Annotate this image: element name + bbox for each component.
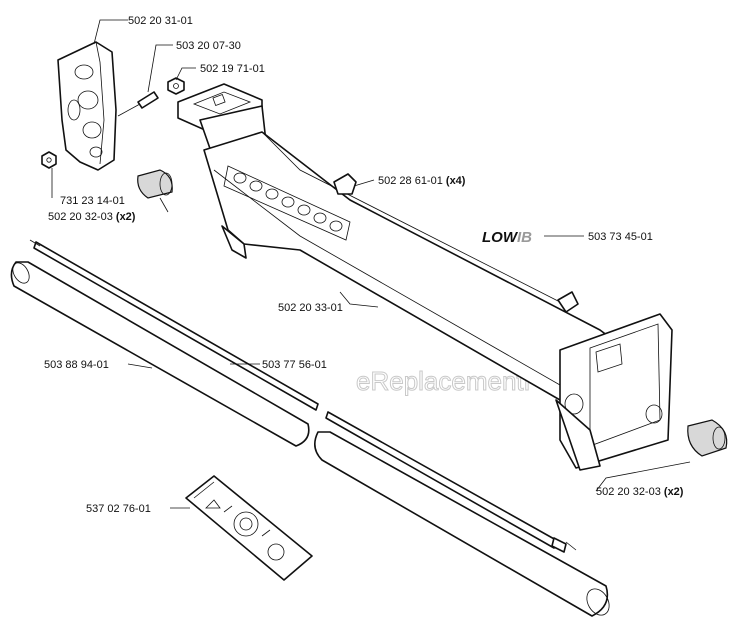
- handle-body: [177, 83, 673, 471]
- logo-text-light: IB: [517, 229, 532, 246]
- part-number: 502 20 32-03: [596, 486, 661, 498]
- callout-502-28-61-01: 502 28 61-01 (x4): [378, 175, 466, 187]
- drive-shaft: [29, 239, 577, 553]
- part-number: 502 20 32-03: [48, 211, 113, 223]
- part-number: 502 28 61-01: [378, 175, 443, 187]
- part-number: 502 20 31-01: [128, 15, 193, 27]
- part-number: 731 23 14-01: [60, 195, 125, 207]
- part-number: 503 77 56-01: [262, 359, 327, 371]
- callout-502-19-71-01: 502 19 71-01: [200, 63, 265, 75]
- callout-503-73-45-01: 503 73 45-01: [588, 231, 653, 243]
- quantity: (x2): [664, 486, 684, 498]
- end-cap-right: [687, 419, 728, 457]
- callout-503-20-07-30: 503 20 07-30: [176, 40, 241, 52]
- bracket-part: [57, 41, 117, 171]
- callout-502-20-32-03-right: 502 20 32-03 (x2): [596, 486, 684, 498]
- part-number: 537 02 76-01: [86, 503, 151, 515]
- clip-part-top: [333, 173, 357, 195]
- part-number: 502 20 33-01: [278, 302, 343, 314]
- shaft-tube: [10, 261, 610, 617]
- part-number: 502 19 71-01: [200, 63, 265, 75]
- quantity: (x2): [116, 211, 136, 223]
- logo-text: LOWIB: [482, 229, 532, 246]
- callout-502-20-32-03-left: 502 20 32-03 (x2): [48, 211, 136, 223]
- callout-502-20-31-01: 502 20 31-01: [128, 15, 193, 27]
- callout-503-88-94-01: 503 88 94-01: [44, 359, 109, 371]
- small-nut-part: [41, 151, 57, 169]
- callout-502-20-33-01: 502 20 33-01: [278, 302, 343, 314]
- callout-labels: 502 20 31-01 503 20 07-30 502 19 71-01 5…: [44, 15, 684, 515]
- nut-part: [167, 77, 185, 95]
- logo-text-dark: LOW: [482, 229, 519, 246]
- callout-537-02-76-01: 537 02 76-01: [86, 503, 151, 515]
- part-number: 503 73 45-01: [588, 231, 653, 243]
- callout-731-23-14-01: 731 23 14-01: [60, 195, 125, 207]
- end-cap-left: [137, 169, 173, 199]
- quantity: (x4): [446, 175, 466, 187]
- screw-part: [117, 91, 159, 117]
- leader-lines: [51, 19, 691, 509]
- brand-logo-decal: LOWIB: [482, 229, 532, 246]
- clip-part-lower: [557, 291, 579, 313]
- part-number: 503 20 07-30: [176, 40, 241, 52]
- warning-decal: [185, 475, 313, 581]
- callout-503-77-56-01: 503 77 56-01: [262, 359, 327, 371]
- part-number: 503 88 94-01: [44, 359, 109, 371]
- handle-holes: [233, 172, 343, 232]
